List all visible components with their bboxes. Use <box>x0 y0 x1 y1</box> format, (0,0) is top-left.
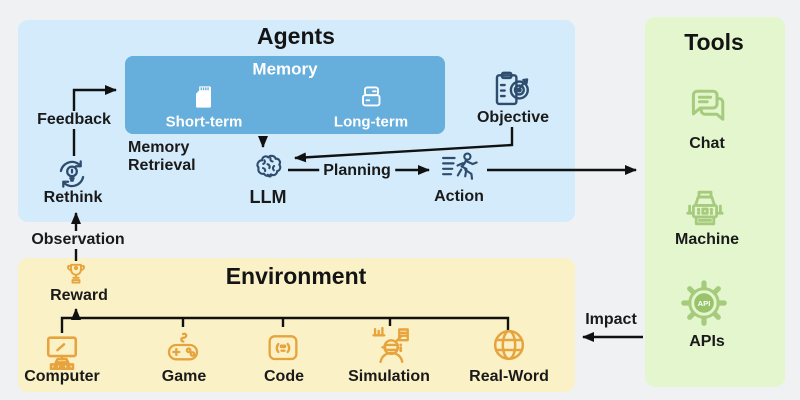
memory-title: Memory <box>252 59 318 79</box>
machine-icon <box>681 187 729 235</box>
real-word-label: Real-Word <box>469 368 549 385</box>
gamepad-icon <box>163 329 203 369</box>
api-gear-icon: API <box>680 279 728 327</box>
short-term-memory-icon <box>189 82 219 112</box>
tools-panel <box>645 17 785 387</box>
tools-title: Tools <box>684 29 744 55</box>
code-label: Code <box>264 368 304 385</box>
short-term-label: Short-term <box>165 113 243 131</box>
memory-box <box>125 56 445 134</box>
reward-label: Reward <box>50 287 108 304</box>
computer-icon <box>40 330 84 374</box>
llm-label: LLM <box>249 187 287 207</box>
feedback-edge-label: Feedback <box>33 111 115 129</box>
agents-title: Agents <box>257 23 335 49</box>
chat-label: Chat <box>689 135 725 152</box>
long-term-label: Long-term <box>333 113 409 131</box>
objective-icon <box>490 68 534 112</box>
simulation-label: Simulation <box>348 368 430 385</box>
long-term-memory-icon <box>356 82 386 112</box>
environment-title: Environment <box>225 263 367 289</box>
chat-icon <box>682 82 730 130</box>
code-window-icon <box>263 328 303 368</box>
apis-label: APIs <box>689 333 725 350</box>
computer-label: Computer <box>24 368 100 385</box>
simulation-icon <box>367 324 411 368</box>
impact-edge-label: Impact <box>581 311 641 329</box>
rethink-icon <box>54 156 90 192</box>
rethink-label: Rethink <box>43 189 103 206</box>
api-badge-text: API <box>698 299 711 308</box>
game-label: Game <box>161 368 207 385</box>
machine-label: Machine <box>674 231 740 248</box>
observation-edge-label: Observation <box>27 231 129 249</box>
planning-edge-label: Planning <box>319 162 395 180</box>
action-label: Action <box>434 188 484 205</box>
trophy-icon <box>61 260 91 290</box>
memory-retrieval-label: Memory Retrieval <box>128 139 196 175</box>
objective-label: Objective <box>476 109 550 126</box>
action-icon <box>440 151 480 185</box>
llm-brain-icon <box>251 148 287 184</box>
globe-icon <box>489 325 529 365</box>
